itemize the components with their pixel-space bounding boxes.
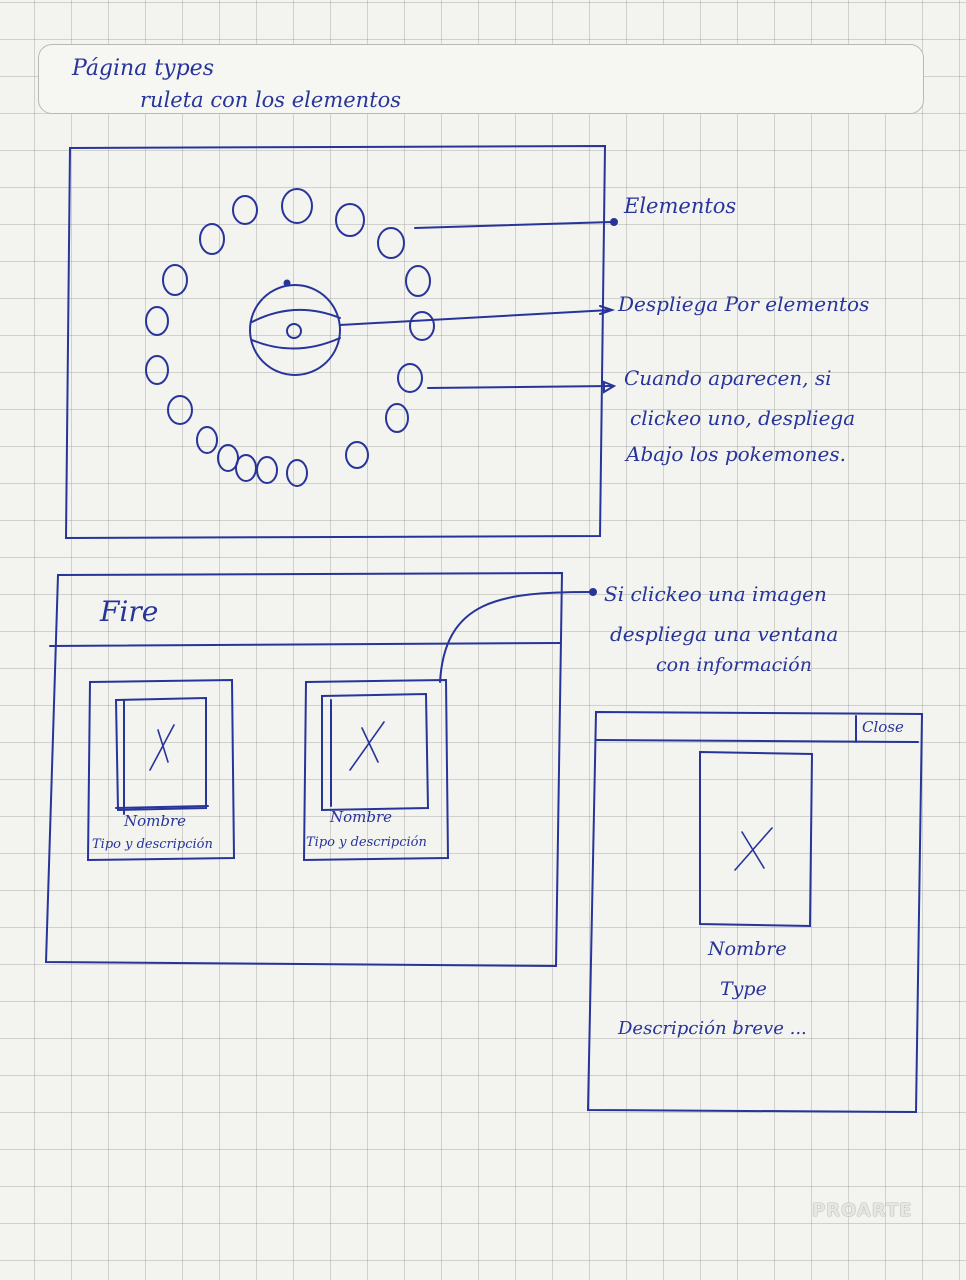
annotation-clickeo-line1: Si clickeo una imagen: [604, 582, 827, 606]
pokemon-card-2: [302, 678, 450, 862]
leader-elementos: [414, 221, 613, 229]
info-modal-frame: [586, 710, 924, 1114]
modal-description: Descripción breve ...: [618, 1018, 807, 1039]
modal-name: Nombre: [708, 938, 787, 960]
page-header-box: [38, 44, 924, 114]
modal-type: Type: [720, 978, 767, 1000]
annotation-elementos: Elementos: [624, 194, 737, 218]
type-panel-frame: [44, 571, 564, 968]
pokemon-card-1: [86, 678, 236, 862]
card-2-name: Nombre: [330, 808, 393, 826]
notebook-brand-logo: PROARTE: [812, 1200, 913, 1221]
card-2-desc: Tipo y descripción: [306, 835, 427, 850]
leader-cuando: [427, 385, 613, 389]
annotation-cuando-line2: clickeo uno, despliega: [630, 406, 856, 430]
header-title: Página types: [72, 56, 214, 81]
header-subtitle: ruleta con los elementos: [140, 88, 402, 112]
type-panel-divider: [49, 642, 561, 647]
card-1-name: Nombre: [124, 812, 187, 830]
annotation-cuando-line3: Abajo los pokemones.: [626, 442, 846, 466]
annotation-clickeo-line2: despliega una ventana: [610, 622, 839, 646]
annotation-cuando-line1: Cuando aparecen, si: [624, 366, 832, 390]
modal-image-frame: [699, 750, 814, 928]
modal-close-button[interactable]: Close: [862, 718, 904, 736]
roulette-frame: [64, 144, 607, 540]
leader-clickeo: [439, 591, 591, 683]
element-circles: [145, 188, 435, 487]
annotation-clickeo-line3: con información: [656, 654, 812, 676]
leader-despliega: [339, 309, 611, 326]
type-panel-title: Fire: [100, 595, 159, 628]
modal-titlebar-divider: [595, 739, 919, 743]
card-1-desc: Tipo y descripción: [92, 837, 213, 852]
pokeball-icon: [249, 279, 341, 376]
annotation-despliega: Despliega Por elementos: [618, 292, 870, 316]
